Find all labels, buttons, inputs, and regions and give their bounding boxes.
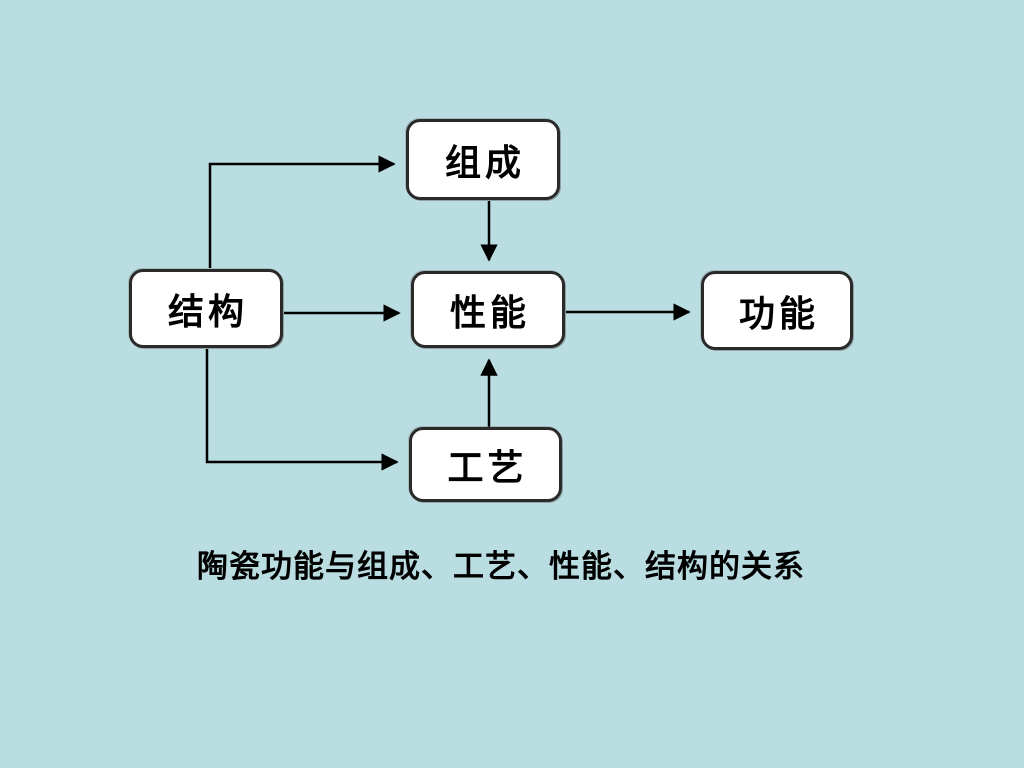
node-process: 工艺	[409, 427, 562, 502]
node-structure-label: 结构	[167, 290, 248, 332]
node-function: 功能	[701, 271, 853, 350]
node-performance-label: 性能	[449, 291, 530, 333]
edge-structure-to-composition	[208, 155, 396, 268]
diagram-caption: 陶瓷功能与组成、工艺、性能、结构的关系	[197, 549, 805, 584]
node-composition-label: 组成	[444, 141, 525, 183]
node-process-label: 工艺	[447, 446, 528, 488]
edge-structure-to-process	[205, 349, 399, 471]
node-performance: 性能	[411, 271, 565, 348]
node-structure: 结构	[129, 269, 283, 348]
node-composition: 组成	[406, 119, 560, 200]
node-function-label: 功能	[738, 292, 819, 334]
